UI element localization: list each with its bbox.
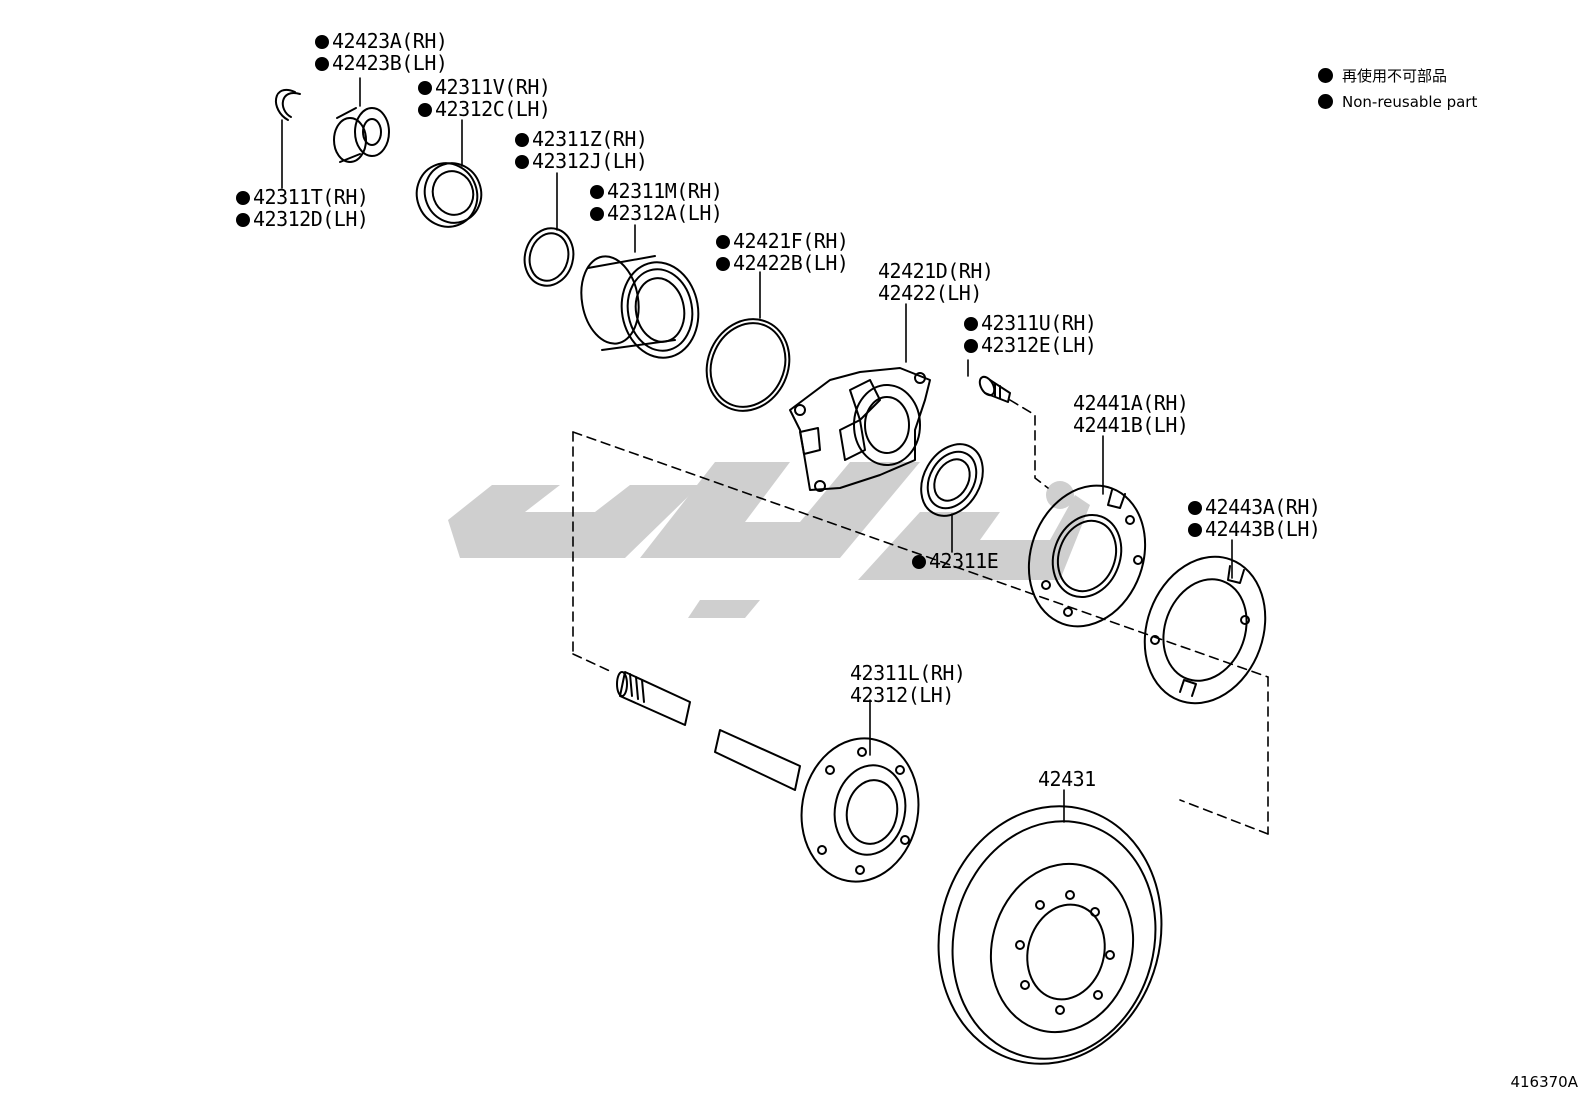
part-label-42422: 42422(LH) [878,281,982,305]
brake-disc-part [937,805,1163,1065]
bullet-icon [1318,68,1333,83]
part-label-42421f: 42421F(RH) [716,230,849,252]
part-label-42423b: 42423B(LH) [315,52,448,74]
part-label-42312: 42312(LH) [850,683,954,707]
part-label-42441b: 42441B(LH) [1073,413,1189,437]
part-label-42312j: 42312J(LH) [515,150,648,172]
diagram-code: 416370A [1510,1073,1578,1091]
part-label-42312a: 42312A(LH) [590,202,723,224]
part-label-42312d: 42312D(LH) [236,208,369,230]
legend-text-en: Non-reusable part [1342,93,1478,111]
part-label-42423a: 42423A(RH) [315,30,448,52]
legend-text-jp: 再使用不可部品 [1342,67,1448,85]
axle-carrier-part [789,367,931,492]
oil-seal-part [415,162,483,228]
part-label-42311m: 42311M(RH) [590,180,723,202]
part-label-42421d: 42421D(RH) [878,259,994,283]
bullet-icon [1318,94,1333,109]
snap-ring-part [274,88,301,121]
small-oil-seal-part [920,443,984,517]
hub-bearing-part [580,255,700,359]
legend-item-en: Non-reusable part [1318,90,1477,114]
o-ring-part [705,318,791,412]
legend-item-jp: 再使用不可部品 [1318,64,1447,88]
part-label-42311u: 42311U(RH) [964,312,1097,334]
part-label-42312e: 42312E(LH) [964,334,1097,356]
part-label-42431: 42431 [1038,767,1096,791]
watermark-logo [448,462,1090,618]
part-label-42441a: 42441A(RH) [1073,391,1189,415]
part-label-42311t: 42311T(RH) [236,186,369,208]
backing-plate-part [1027,484,1147,628]
thin-ring-part [523,227,575,287]
assembly-dashed-outline [572,399,1269,835]
part-label-42422b: 42422B(LH) [716,252,849,274]
part-label-42443b: 42443B(LH) [1188,518,1321,540]
gasket-part [1143,555,1267,705]
part-label-42443a: 42443A(RH) [1188,496,1321,518]
part-label-42312c: 42312C(LH) [418,98,551,120]
part-label-42311l: 42311L(RH) [850,661,966,685]
small-bearing-part [333,107,390,163]
axle-shaft-part [616,671,920,883]
hub-bolt-part [978,375,1011,403]
part-label-42311e: 42311E [912,550,999,572]
part-label-42311z: 42311Z(RH) [515,128,648,150]
part-label-42311v: 42311V(RH) [418,76,551,98]
